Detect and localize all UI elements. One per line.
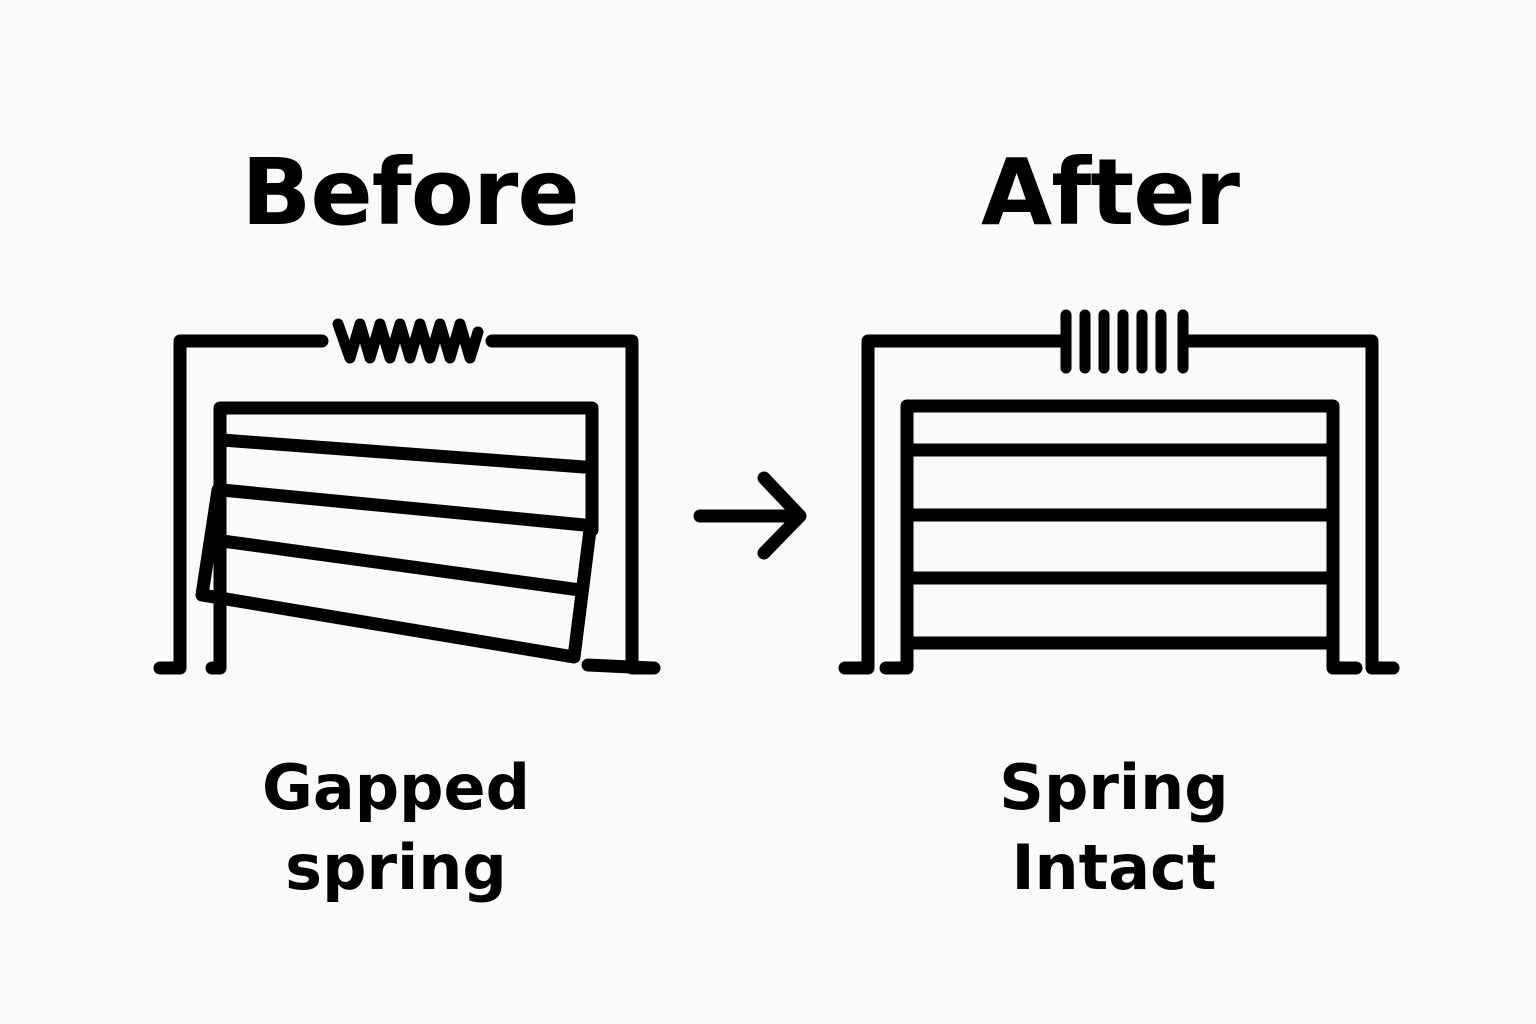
before-door-panel-line bbox=[215, 433, 591, 474]
before-heading: Before bbox=[241, 139, 580, 246]
intact-garage-door-icon bbox=[838, 309, 1400, 675]
before-caption-line2: spring bbox=[285, 831, 507, 904]
arrow-right-icon bbox=[693, 471, 807, 560]
broken-garage-door-icon bbox=[153, 318, 661, 675]
after-door-box bbox=[879, 399, 1363, 675]
after-caption-line2: Intact bbox=[1011, 831, 1217, 904]
before-spring-coil-icon bbox=[332, 318, 484, 364]
before-door-box bbox=[205, 401, 659, 675]
before-caption-line1: Gapped bbox=[262, 751, 530, 824]
after-spring-coil-icon bbox=[1060, 309, 1189, 374]
before-door-panel-line bbox=[208, 533, 587, 597]
after-heading: After bbox=[981, 139, 1240, 246]
before-caption: Gapped spring bbox=[146, 748, 646, 908]
after-caption-line1: Spring bbox=[999, 751, 1229, 824]
after-door-frame bbox=[838, 334, 1400, 675]
after-caption: Spring Intact bbox=[864, 748, 1364, 908]
before-door-panel-line bbox=[215, 483, 591, 532]
